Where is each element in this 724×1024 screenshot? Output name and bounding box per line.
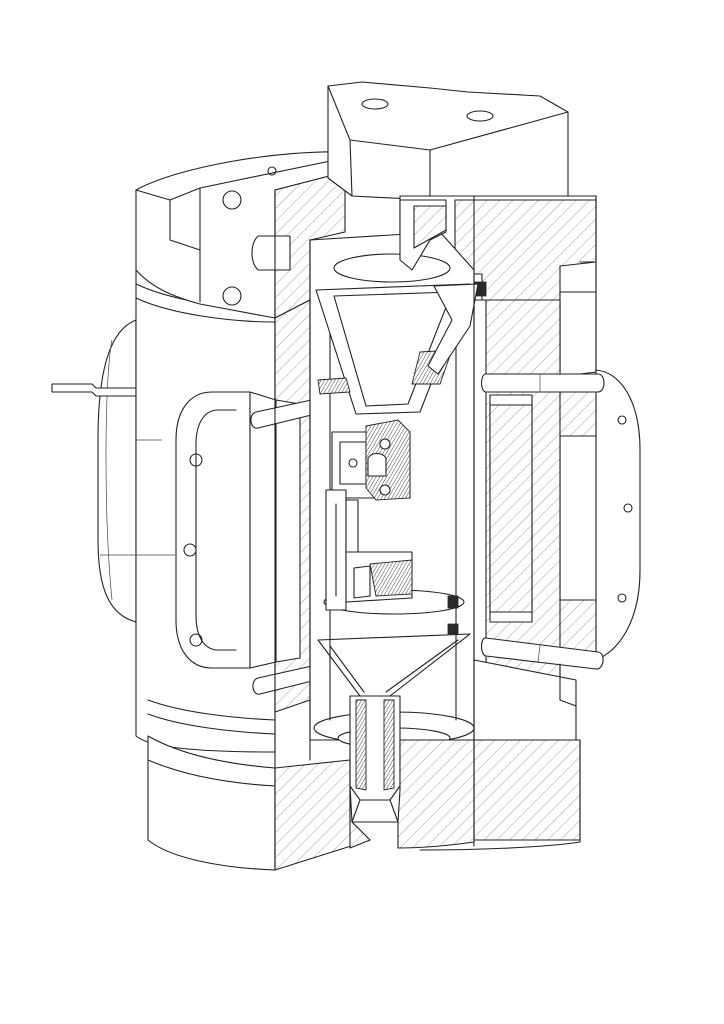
lower-cone: [317, 595, 471, 697]
left-side-port-flange: [97, 319, 137, 623]
right-mid-body: [473, 299, 561, 701]
right-upper-pin: [480, 373, 605, 393]
inner-mechanism: [325, 419, 413, 611]
right-lower-pin: [480, 637, 604, 670]
left-top-flange: [135, 151, 346, 319]
left-viewport-flange: [175, 391, 301, 669]
left-lower-body: [147, 735, 371, 871]
upper-angled-bracket: [399, 199, 479, 375]
section-edges: [274, 189, 475, 871]
outlet-nozzle: [349, 695, 401, 823]
top-cap: [327, 81, 569, 208]
right-lower-body: [419, 659, 581, 851]
